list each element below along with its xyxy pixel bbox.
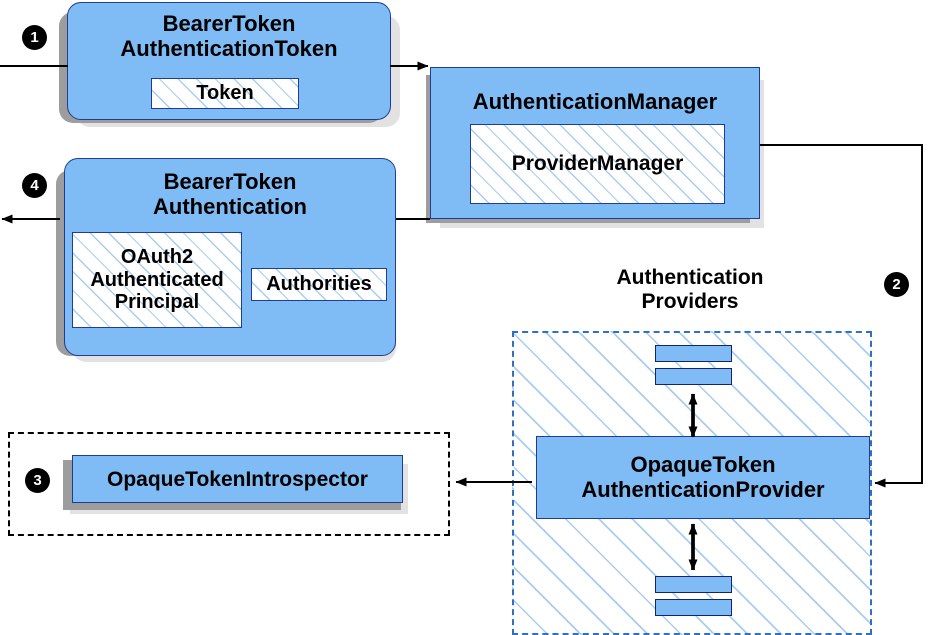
provider-manager-inner-box: ProviderManager <box>470 124 725 204</box>
token-inner-box: Token <box>151 78 299 109</box>
opaque-token-introspector-node[interactable]: OpaqueTokenIntrospector <box>72 455 403 503</box>
connector-manager-to-provider <box>760 144 923 488</box>
authentication-providers-label: Authentication Providers <box>616 266 764 313</box>
provider-manager-inner-label: ProviderManager <box>511 152 684 176</box>
opaque-token-authentication-provider-title: OpaqueToken AuthenticationProvider <box>581 452 825 502</box>
authorities-label: Authorities <box>266 273 372 296</box>
provider-stack-bottom-bar-1 <box>655 576 732 593</box>
oauth2-authenticated-principal-box: OAuth2 Authenticated Principal <box>72 232 242 328</box>
provider-stack-bottom-bar-2 <box>655 599 732 616</box>
opaque-token-introspector-title: OpaqueTokenIntrospector <box>107 468 368 491</box>
opaque-token-authentication-provider-node[interactable]: OpaqueToken AuthenticationProvider <box>536 436 870 519</box>
badge-step-4: 4 <box>22 173 47 198</box>
badge-step-1: 1 <box>22 25 47 50</box>
provider-stack-top-bar-2 <box>655 368 732 385</box>
bearer-token-authentication-token-title: BearerToken AuthenticationToken <box>120 11 338 61</box>
badge-step-3: 3 <box>25 468 50 493</box>
authorities-box: Authorities <box>251 268 387 301</box>
token-inner-label: Token <box>196 82 254 105</box>
bearer-token-authentication-title: BearerToken Authentication <box>153 169 307 219</box>
oauth2-authenticated-principal-label: OAuth2 Authenticated Principal <box>90 246 224 314</box>
provider-stack-top-bar-1 <box>655 345 732 362</box>
authentication-manager-title: AuthenticationManager <box>472 89 718 114</box>
badge-step-2: 2 <box>884 272 909 297</box>
opaque-token-introspector-container <box>8 432 450 536</box>
